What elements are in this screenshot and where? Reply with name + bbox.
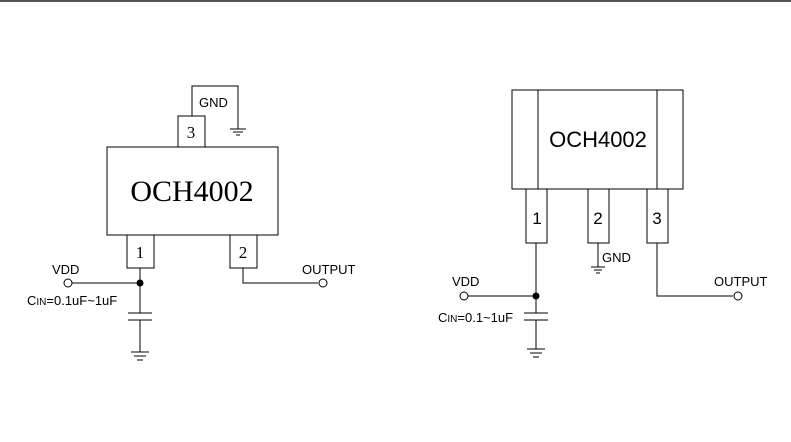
- left-vdd-label: VDD: [52, 262, 79, 277]
- left-pin1-number: 1: [136, 243, 145, 262]
- right-vdd-label: VDD: [452, 274, 479, 289]
- left-chip-label: OCH4002: [130, 175, 253, 208]
- right-junction-dot: [532, 292, 540, 300]
- left-gnd-bottom-symbol: [131, 351, 149, 361]
- left-junction-dot: [136, 279, 144, 287]
- left-output-label: OUTPUT: [302, 262, 356, 277]
- right-chip-label: OCH4002: [549, 127, 647, 152]
- left-pin3: [177, 115, 206, 148]
- right-pin1-number: 1: [532, 209, 541, 228]
- right-chip-body: [511, 89, 684, 190]
- right-output-terminal: [733, 291, 743, 301]
- left-cin-label: CIN=0.1uF~1uF: [27, 293, 117, 308]
- right-gnd-label: GND: [602, 250, 631, 265]
- left-gnd-wire: [191, 85, 239, 129]
- right-diagram: [459, 89, 743, 358]
- left-diagram: [63, 85, 328, 361]
- left-gnd-top-symbol: [230, 128, 246, 136]
- left-pin3-number: 3: [187, 123, 196, 142]
- right-vdd-terminal: [459, 291, 469, 301]
- left-diagram-text: OCH4002 3 1 2 GND VDD OUTPUT CIN=0.1uF~1…: [27, 95, 356, 308]
- left-pin2: [229, 234, 258, 269]
- left-vdd-terminal: [63, 278, 73, 288]
- right-output-label: OUTPUT: [714, 274, 768, 289]
- right-cin-label: CIN=0.1~1uF: [438, 310, 513, 325]
- right-pin3-number: 3: [652, 209, 661, 228]
- left-pin2-number: 2: [239, 243, 248, 262]
- right-gnd-pin2-symbol: [591, 266, 605, 274]
- right-pin2-number: 2: [593, 209, 602, 228]
- left-gnd-label: GND: [199, 95, 228, 110]
- left-output-terminal: [318, 278, 328, 288]
- right-output-wire: [656, 243, 733, 297]
- left-chip-body: [106, 146, 279, 236]
- left-pin1: [126, 234, 155, 269]
- right-diagram-text: OCH4002 1 2 3 GND VDD OUTPUT CIN=0.1~1uF: [438, 127, 768, 325]
- right-gnd-bottom-symbol: [527, 348, 545, 358]
- left-output-wire: [242, 268, 318, 284]
